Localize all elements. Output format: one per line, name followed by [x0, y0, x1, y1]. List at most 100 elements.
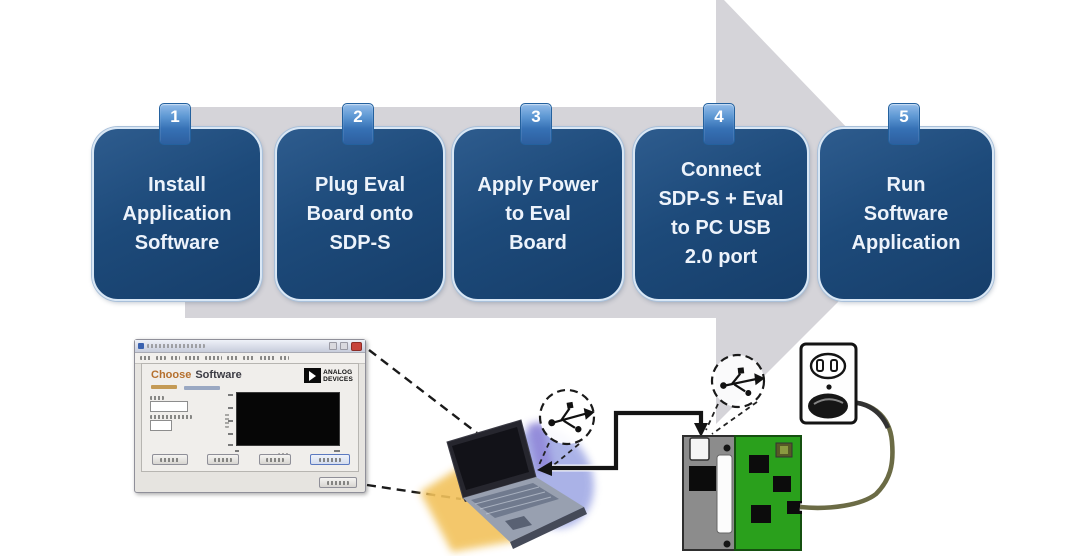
plot-area: [222, 390, 344, 460]
input-field-2: [150, 420, 172, 431]
eval-component: [775, 442, 793, 458]
laptop-front-edge: [510, 507, 587, 549]
laptop-touchpad: [505, 516, 532, 530]
step-tab-3: 3: [520, 103, 552, 145]
usb-trident-icon: [720, 367, 765, 396]
step-tab-2: 2: [342, 103, 374, 145]
step-label: Install Application Software: [122, 173, 232, 254]
step-box-run-application: Run Software Application: [818, 127, 994, 301]
y-axis-label-blur: [225, 412, 229, 428]
callout-cone-line: [705, 403, 719, 431]
step-box-install-software: Install Application Software: [92, 127, 262, 301]
usb-connector: [689, 437, 710, 461]
heading-word-choose: Choose: [151, 369, 192, 381]
step-box-plug-eval-board: Plug Eval Board onto SDP-S: [275, 127, 445, 301]
step-number: 5: [899, 107, 909, 126]
usb-cable-casing: [550, 409, 705, 472]
analog-devices-logo: ANALOG DEVICES: [304, 368, 353, 383]
laptop-lid: [446, 419, 537, 499]
eval-component-center: [780, 446, 788, 454]
power-cord: [799, 400, 895, 511]
eval-chip: [749, 455, 769, 473]
eval-chip: [751, 505, 771, 523]
socket-slot: [830, 359, 838, 372]
step-label: Connect SDP-S + Eval to PC USB 2.0 port: [658, 159, 784, 268]
step-label: Plug Eval Board onto SDP-S: [306, 173, 414, 254]
laptop-hinge: [463, 477, 538, 502]
step-tab-1: 1: [159, 103, 191, 145]
field-label-blur: [150, 415, 192, 419]
projection-line-top: [368, 349, 478, 434]
laptop-deck: [463, 477, 584, 542]
step-number: 2: [353, 107, 363, 126]
board-screw-hole: [723, 444, 731, 452]
window-title-bar: [135, 340, 365, 353]
maximize-button: [340, 342, 348, 350]
step-number: 3: [531, 107, 541, 126]
close-button: [319, 477, 357, 488]
callout-cone-line: [538, 442, 550, 466]
eval-chip: [773, 476, 791, 492]
power-plug: [808, 393, 848, 419]
step-tab-5: 5: [888, 103, 920, 145]
step-box-apply-power: Apply Power to Eval Board: [452, 127, 624, 301]
logo-line1: ANALOG: [323, 368, 353, 376]
window-app-icon: [138, 343, 144, 349]
step-box-connect-usb: Connect SDP-S + Eval to PC USB 2.0 port: [633, 127, 809, 301]
dialog-button-1: [152, 454, 188, 465]
keyboard-key-rows: [474, 486, 552, 515]
heading-word-software: Software: [195, 369, 242, 381]
dialog-button-4-default: [309, 454, 350, 465]
usb-trident-icon: [548, 401, 595, 433]
board-connector-strip: [716, 454, 733, 534]
usb-cable-line: [550, 410, 704, 471]
sdp-chip: [689, 466, 716, 491]
step-number: 4: [714, 107, 724, 126]
laptop-keyboard: [471, 483, 559, 518]
callout-cone-line: [548, 443, 580, 470]
minimize-button: [329, 342, 337, 350]
plug-highlight: [813, 398, 844, 405]
laptop-blue-glow: [506, 427, 594, 529]
screen-projection-lines: [366, 349, 478, 501]
usb-callout-board: [705, 353, 766, 435]
laptop-purple-glow: [527, 421, 553, 472]
laptop-screen: [452, 427, 529, 490]
step-label: Apply Power to Eval Board: [477, 173, 599, 254]
projection-line-bottom: [366, 483, 462, 501]
callout-cone-line: [711, 401, 758, 435]
outlet-screw: [826, 384, 832, 390]
step-tab-4: 4: [703, 103, 735, 145]
tab-active-blur: [151, 385, 177, 389]
dialog-button-3: [258, 454, 291, 465]
outlet-socket-top: [809, 352, 847, 380]
power-outlet-illustration: [799, 342, 897, 512]
wall-outlet-plate: [799, 342, 858, 425]
board-screw-hole: [723, 540, 731, 548]
power-cord-dark-end: [844, 400, 891, 430]
laptop-illustration: [420, 419, 594, 552]
cable-arrowhead-laptop: [537, 461, 552, 476]
laptop-yellow-glow: [420, 462, 520, 552]
eval-board-green: [734, 435, 802, 551]
power-cord-casing: [799, 398, 897, 512]
tab-inactive-blur: [184, 386, 220, 390]
button-row: [152, 454, 350, 465]
usb-dashed-circle: [710, 353, 766, 409]
usb-dashed-circle: [538, 388, 596, 446]
input-field-1: [150, 401, 188, 412]
plot-canvas: [236, 392, 340, 446]
window-title-text-blur: [147, 344, 205, 348]
field-label-blur: [150, 396, 164, 400]
sdp-s-board: [682, 435, 736, 551]
socket-slot: [816, 359, 824, 372]
usb-cable: [537, 409, 708, 476]
step-label: Run Software Application: [851, 173, 961, 254]
dialog-button-2: [207, 454, 240, 465]
board-assembly: [682, 435, 802, 551]
cable-arrowhead-board: [694, 423, 708, 437]
